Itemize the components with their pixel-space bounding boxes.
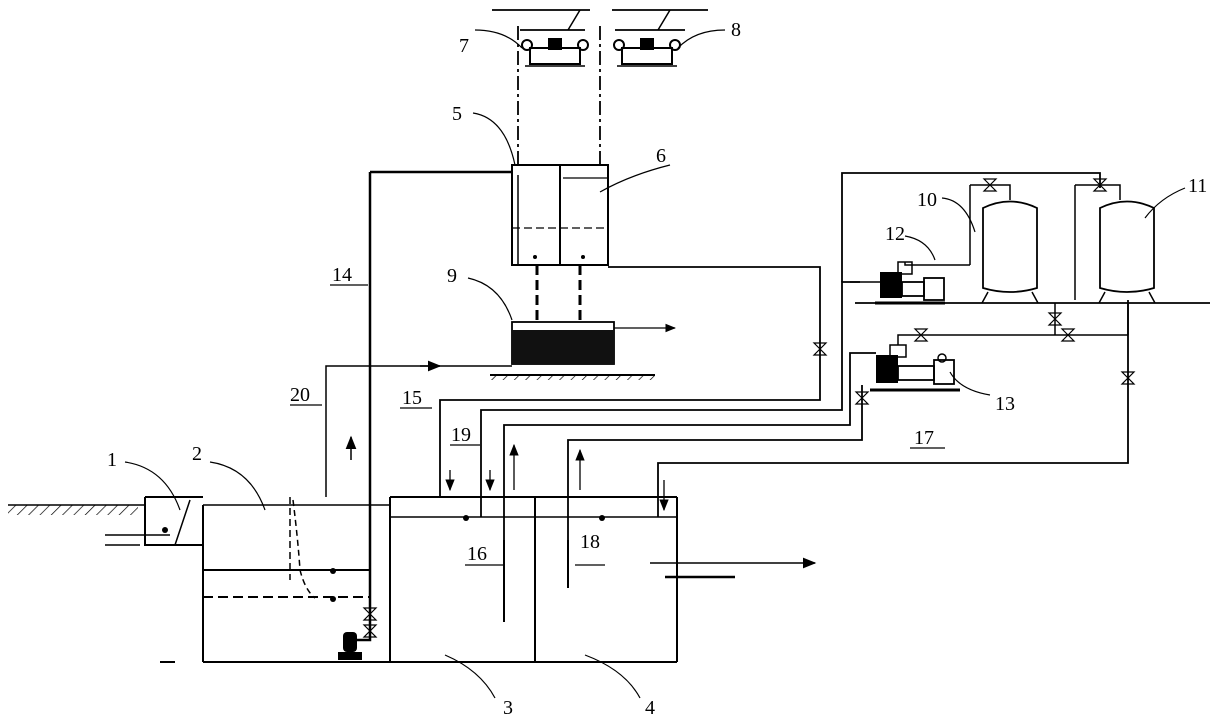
pump-icon <box>870 328 1128 392</box>
pressure-tank-icon <box>1098 200 1156 304</box>
inlet-channel <box>105 496 203 546</box>
label-7: 7 <box>459 35 469 57</box>
valve-icon <box>854 391 870 405</box>
leader-lines <box>124 29 1186 699</box>
label-4: 4 <box>645 697 655 719</box>
part-labels: 1 2 3 4 5 6 7 8 9 10 11 12 13 14 15 16 1… <box>107 19 1207 719</box>
valve-icon <box>812 342 828 356</box>
label-20: 20 <box>290 384 310 406</box>
pipe-15 <box>439 266 821 497</box>
pipe-18 <box>567 385 863 540</box>
pipe-20 <box>325 365 512 497</box>
valve-icon <box>362 624 378 638</box>
label-19: 19 <box>451 424 471 446</box>
ground-surface <box>8 504 145 515</box>
label-6: 6 <box>656 145 666 167</box>
filter-unit <box>490 321 677 380</box>
label-8: 8 <box>731 19 741 41</box>
pressure-tank-icon <box>981 200 1039 304</box>
valve-icon <box>982 178 998 192</box>
valve-icon <box>362 607 378 621</box>
pipe-upper-loop <box>841 172 1101 282</box>
tank-3 <box>389 496 677 662</box>
valve-icon <box>1060 328 1076 342</box>
regulating-tank <box>160 497 390 663</box>
label-11: 11 <box>1188 175 1207 197</box>
label-18: 18 <box>580 531 600 553</box>
valve-icon <box>1047 312 1063 326</box>
pipe-19 <box>480 281 860 517</box>
valve-icon <box>1092 178 1108 192</box>
tank-4 <box>567 497 817 662</box>
pump-icon <box>850 261 970 305</box>
water-level-icon <box>162 527 168 533</box>
submersible-pump-icon <box>338 172 378 660</box>
label-13: 13 <box>995 393 1015 415</box>
connection-lines <box>517 25 601 322</box>
bar-screen <box>174 499 191 546</box>
label-9: 9 <box>447 265 457 287</box>
label-17: 17 <box>914 427 934 449</box>
pipe-17 <box>657 300 1129 517</box>
pipe-16 <box>503 352 876 540</box>
ground-hatch-icon <box>8 505 138 515</box>
label-12: 12 <box>885 223 905 245</box>
label-16: 16 <box>467 543 487 565</box>
label-15: 15 <box>402 387 422 409</box>
ground-hatch-icon <box>490 375 655 380</box>
label-2: 2 <box>192 443 202 465</box>
label-10: 10 <box>917 189 937 211</box>
filter-media-icon <box>512 330 614 364</box>
spray-nozzle-icon <box>492 9 708 67</box>
label-3: 3 <box>503 697 513 719</box>
label-1: 1 <box>107 449 117 471</box>
valve-icon <box>913 328 929 342</box>
valve-icon <box>1120 371 1136 385</box>
reactor-5-6 <box>511 164 609 266</box>
label-14: 14 <box>332 264 352 286</box>
label-5: 5 <box>452 103 462 125</box>
